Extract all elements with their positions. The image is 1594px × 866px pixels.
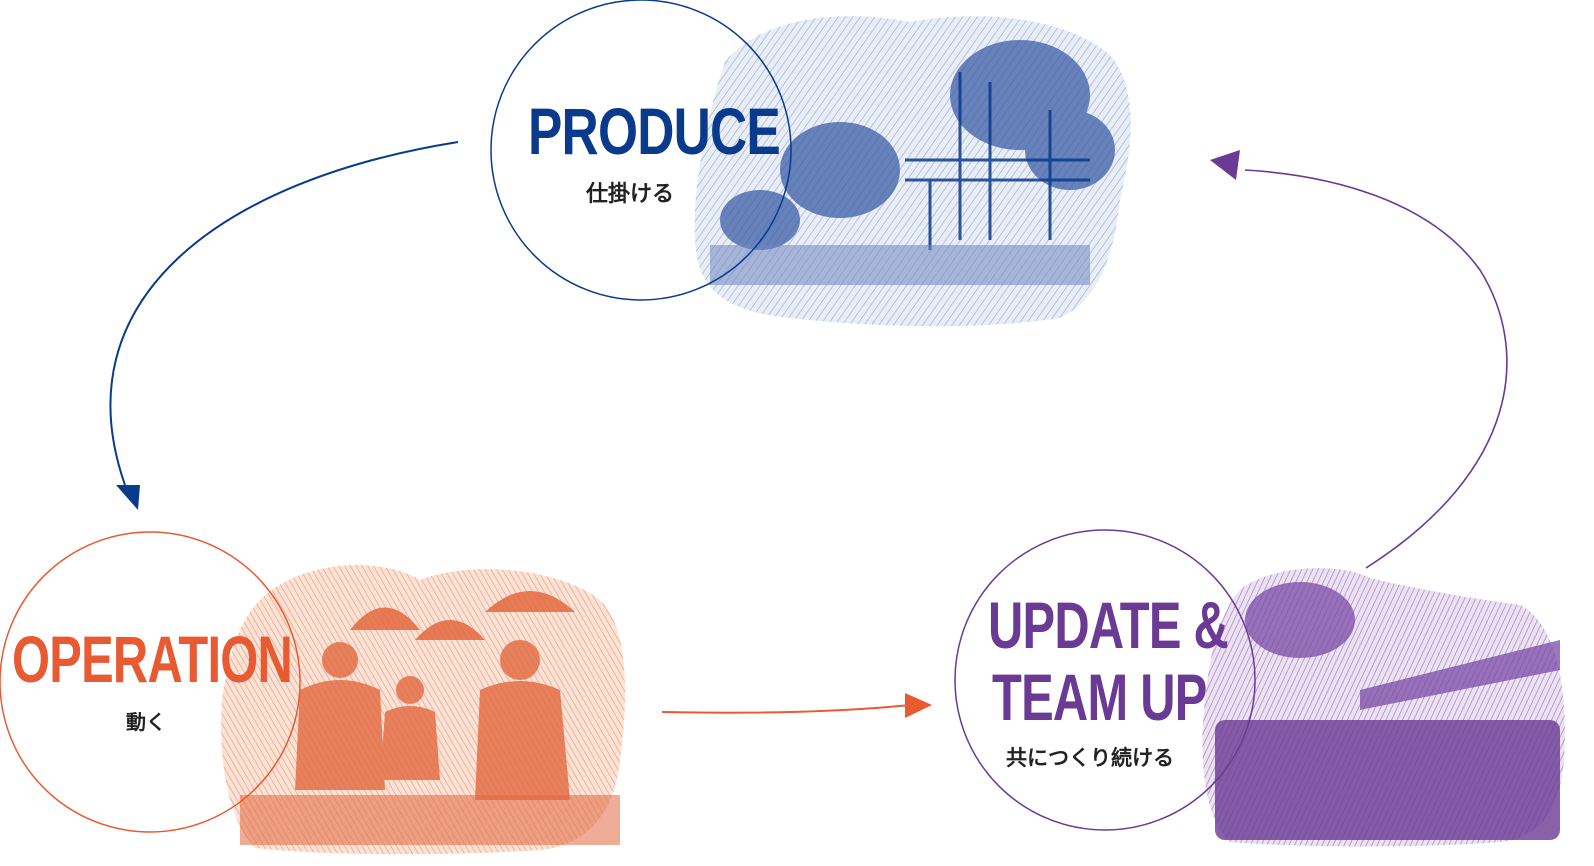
arrow-produce-to-operation: [109, 141, 459, 510]
produce-illustration: [694, 16, 1131, 327]
produce-subtitle: 仕掛ける: [586, 181, 675, 207]
crowd-sketch: [1215, 720, 1560, 840]
arrow-operation-to-update: [661, 693, 932, 718]
chef-sketch: [295, 640, 570, 800]
update-title-line1: UPDATE &: [988, 588, 1229, 662]
arrow-update-to-produce: [1210, 150, 1508, 569]
lamp-sketch: [350, 591, 575, 640]
produce-title: PRODUCE: [528, 94, 781, 168]
tree-sketch: [720, 40, 1115, 250]
update-illustration: [1202, 568, 1565, 847]
operation-circle: [0, 531, 301, 833]
operation-illustration: [221, 565, 626, 855]
update-title-line2: TEAM UP: [992, 660, 1207, 734]
canopy-sketch: [1245, 582, 1560, 710]
pavilion-sketch: [905, 72, 1090, 250]
arrowhead-left-icon: [1210, 150, 1240, 180]
operation-subtitle: 動く: [126, 710, 166, 734]
produce-circle: [490, 0, 792, 301]
arrowhead-down-icon: [116, 485, 140, 510]
arrowhead-right-icon: [905, 693, 932, 718]
operation-title: OPERATION: [12, 622, 293, 696]
update-circle: [954, 529, 1256, 831]
update-subtitle: 共につくり続ける: [1006, 745, 1174, 770]
